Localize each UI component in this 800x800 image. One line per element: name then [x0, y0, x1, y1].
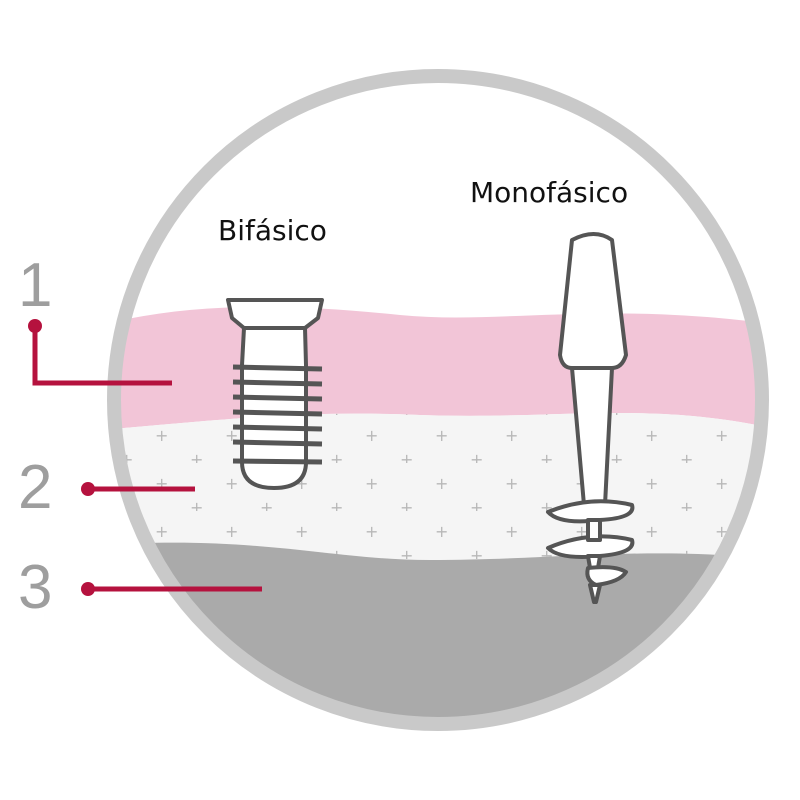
layer-number-2: 2 — [18, 453, 52, 522]
outer-ring — [107, 69, 769, 731]
biphasic-label: Bifásico — [218, 214, 327, 247]
leader-dot-1 — [28, 319, 42, 333]
layer-number-3: 3 — [18, 553, 52, 622]
layer-1-gingiva — [120, 306, 756, 430]
monophasic-implant — [546, 232, 635, 604]
layer-3-cancellous-bone — [120, 542, 756, 718]
monophasic-label: Monofásico — [470, 176, 628, 209]
layer-number-1: 1 — [18, 251, 52, 320]
biphasic-implant — [226, 298, 324, 490]
leader-line-1 — [32, 326, 172, 386]
leader-dot-2 — [81, 482, 95, 496]
leader-dot-3 — [81, 582, 95, 596]
leader-lines — [32, 326, 262, 592]
layer-2-dots — [120, 413, 756, 560]
